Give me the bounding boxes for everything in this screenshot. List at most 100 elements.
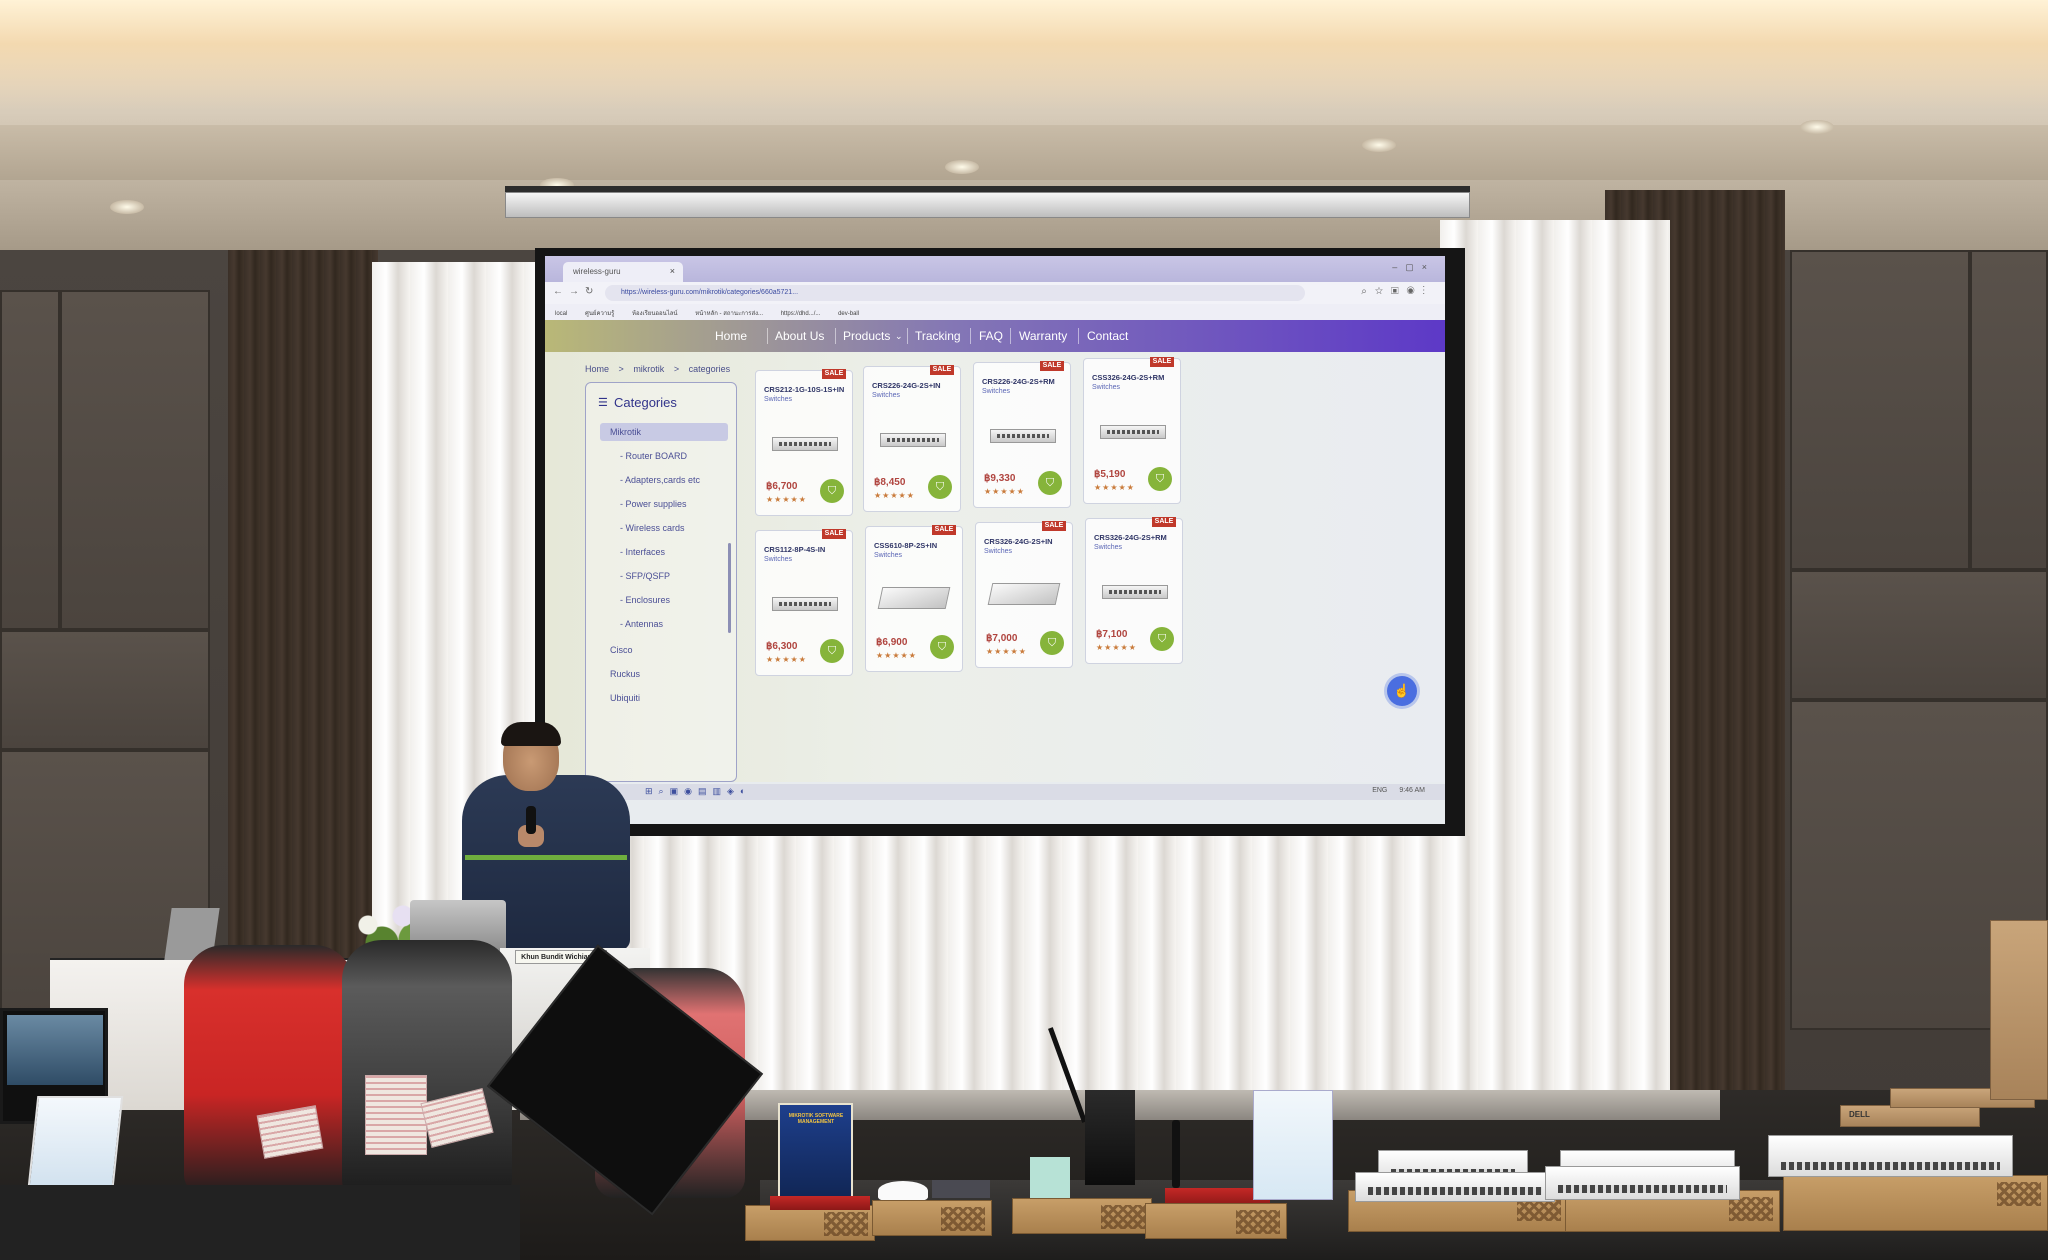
product-card[interactable]: SALE CRS326-24G-2S+RM Switches ฿7,100 ★★… <box>1085 517 1183 664</box>
book: MIKROTIK SOFTWARE MANAGEMENT <box>778 1103 853 1203</box>
product-name[interactable]: CSS610-8P-2S+IN <box>874 541 938 550</box>
product-image[interactable] <box>1102 585 1168 599</box>
bookmark[interactable]: ศูนย์ความรู้ <box>585 311 615 317</box>
product-image[interactable] <box>1100 425 1166 439</box>
bookmark[interactable]: dev-ball <box>838 311 860 317</box>
nav-separator <box>907 328 908 344</box>
category-item[interactable]: - SFP/QSFP <box>620 571 671 581</box>
nav-separator <box>835 328 836 344</box>
browser-toolbar-icons[interactable]: ⌕☆▣◉⋮ <box>1361 286 1433 297</box>
switch-unit <box>1545 1166 1740 1200</box>
product-price: ฿5,190 <box>1094 469 1126 480</box>
product-image[interactable] <box>772 437 838 451</box>
language-indicator[interactable]: ENG <box>1372 787 1388 794</box>
bookmark[interactable]: local <box>555 311 568 317</box>
categories-panel: ☰ Categories Mikrotik - Router BOARD - A… <box>585 382 737 782</box>
product-card[interactable]: SALE CRS112-8P-4S-IN Switches ฿6,300 ★★★… <box>755 529 853 676</box>
nav-contact[interactable]: Contact <box>1087 329 1129 343</box>
back-forward-reload-icons[interactable]: ←→↻ <box>553 286 600 297</box>
nav-faq[interactable]: FAQ <box>979 329 1004 343</box>
url-input[interactable]: https://wireless-guru.com/mikrotik/categ… <box>605 285 1305 301</box>
star-icon: ★★★★★ <box>766 655 807 664</box>
cart-icon[interactable]: ⛉ <box>1150 627 1174 651</box>
product-name[interactable]: CRS212-1G-10S-1S+IN <box>764 385 845 394</box>
taskbar-app-icons[interactable]: ⊞⌕▣◉▤▥◈◐ <box>645 786 752 796</box>
categories-scrollbar[interactable] <box>728 543 731 633</box>
product-name[interactable]: CSS326-24G-2S+RM <box>1092 373 1165 382</box>
browser-tab[interactable]: wireless-guru × <box>563 262 683 282</box>
product-card[interactable]: SALE CRS226-24G-2S+IN Switches ฿8,450 ★★… <box>863 365 961 512</box>
breadcrumb-home[interactable]: Home <box>585 364 610 374</box>
bookmark[interactable]: ห้องเรียนออนไลน์ <box>632 311 678 317</box>
cardboard-box: DELL <box>1840 1105 1980 1127</box>
close-icon[interactable]: × <box>669 266 675 276</box>
category-item[interactable]: - Antennas <box>620 619 664 629</box>
site-navigation: Home About Us Products ⌄ Tracking FAQ Wa… <box>545 320 1445 352</box>
cursor-click-icon[interactable]: ☝ <box>1387 676 1417 706</box>
category-item[interactable]: Mikrotik <box>610 427 641 437</box>
browser-tab-bar: wireless-guru × –▢× <box>545 256 1445 282</box>
category-item[interactable]: - Adapters,cards etc <box>620 475 701 485</box>
nav-about[interactable]: About Us <box>775 329 825 343</box>
product-image[interactable] <box>772 597 838 611</box>
access-point <box>878 1181 928 1201</box>
category-item[interactable]: - Wireless cards <box>620 523 685 533</box>
cart-icon[interactable]: ⛉ <box>928 475 952 499</box>
nav-tracking[interactable]: Tracking <box>915 329 961 343</box>
nav-warranty[interactable]: Warranty <box>1019 329 1068 343</box>
product-box <box>1145 1203 1287 1239</box>
product-card[interactable]: SALE CSS326-24G-2S+RM Switches ฿5,190 ★★… <box>1083 357 1181 504</box>
presenter-hand <box>518 825 544 847</box>
category-item[interactable]: Cisco <box>610 645 633 655</box>
presenter-hair <box>501 722 561 746</box>
curtain-right <box>1440 220 1670 1090</box>
breadcrumb-mikrotik[interactable]: mikrotik <box>633 364 665 374</box>
cart-icon[interactable]: ⛉ <box>1040 631 1064 655</box>
product-image[interactable] <box>877 587 951 609</box>
category-item[interactable]: - Power supplies <box>620 499 687 509</box>
cart-icon[interactable]: ⛉ <box>1148 467 1172 491</box>
star-icon: ★★★★★ <box>986 647 1027 656</box>
wall-panel <box>0 630 210 750</box>
product-name[interactable]: CRS112-8P-4S-IN <box>764 545 826 554</box>
category-item[interactable]: - Router BOARD <box>620 451 688 461</box>
category-item[interactable]: Ruckus <box>610 669 641 679</box>
screen-housing <box>505 192 1470 218</box>
product-card[interactable]: SALE CRS212-1G-10S-1S+IN Switches ฿6,700… <box>755 369 853 516</box>
product-image[interactable] <box>880 433 946 447</box>
product-name[interactable]: CRS326-24G-2S+IN <box>984 537 1053 546</box>
nav-products[interactable]: Products <box>843 329 891 343</box>
black-router <box>1085 1090 1135 1185</box>
category-item[interactable]: Ubiquiti <box>610 693 641 703</box>
cart-icon[interactable]: ⛉ <box>1038 471 1062 495</box>
star-icon: ★★★★★ <box>766 495 807 504</box>
breadcrumb-categories: categories <box>688 364 731 374</box>
bookmark[interactable]: หน้าหลัก - สถานะการส่ง... <box>695 311 764 317</box>
product-image[interactable] <box>987 583 1061 605</box>
nav-home[interactable]: Home <box>715 329 748 343</box>
product-card[interactable]: SALE CRS226-24G-2S+RM Switches ฿9,330 ★★… <box>973 361 1071 508</box>
product-category: Switches <box>982 388 1011 395</box>
product-card[interactable]: SALE CSS610-8P-2S+IN Switches ฿6,900 ★★★… <box>865 525 963 672</box>
product-image[interactable] <box>990 429 1056 443</box>
product-name[interactable]: CRS226-24G-2S+RM <box>982 377 1055 386</box>
category-item[interactable]: - Enclosures <box>620 595 671 605</box>
category-item[interactable]: - Interfaces <box>620 547 666 557</box>
book-title: MIKROTIK SOFTWARE MANAGEMENT <box>788 1113 844 1125</box>
wall-panel <box>1790 570 2048 700</box>
product-name[interactable]: CRS326-24G-2S+RM <box>1094 533 1167 542</box>
window-controls[interactable]: –▢× <box>1392 262 1435 272</box>
product-card[interactable]: SALE CRS326-24G-2S+IN Switches ฿7,000 ★★… <box>975 521 1073 668</box>
browser-tab-title: wireless-guru <box>573 267 621 276</box>
cart-icon[interactable]: ⛉ <box>820 479 844 503</box>
bookmark[interactable]: https://dhd.../... <box>780 311 821 317</box>
product-box <box>872 1200 992 1236</box>
product-name[interactable]: CRS226-24G-2S+IN <box>872 381 941 390</box>
ceiling-step <box>0 125 2048 180</box>
cart-icon[interactable]: ⛉ <box>930 635 954 659</box>
sale-badge: SALE <box>822 529 846 539</box>
product-box <box>745 1205 875 1241</box>
small-switch <box>932 1180 990 1198</box>
cart-icon[interactable]: ⛉ <box>820 639 844 663</box>
sale-badge: SALE <box>1042 521 1066 531</box>
